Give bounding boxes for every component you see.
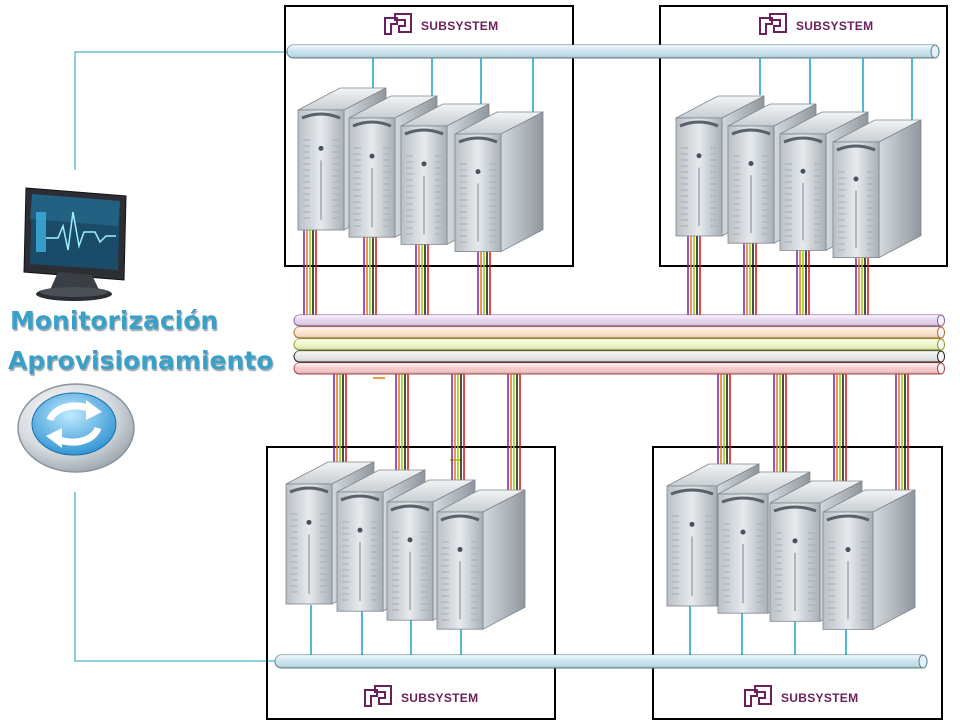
interconnect-bus bbox=[293, 326, 945, 339]
subsystem-label-bottom-right: SUBSYSTEM bbox=[735, 682, 865, 714]
server-tower-icon bbox=[822, 489, 916, 631]
interconnect-bus bbox=[293, 362, 945, 375]
interconnect-bus bbox=[293, 338, 945, 351]
subsystem-logo-icon bbox=[384, 13, 412, 35]
subsystem-frame-bottom-right bbox=[652, 446, 943, 720]
subsystem-label-top-right: SUBSYSTEM bbox=[750, 10, 880, 42]
monitor-icon bbox=[23, 187, 127, 301]
servers bbox=[285, 87, 922, 631]
management-drops bbox=[310, 58, 913, 655]
subsystem-label-text: SUBSYSTEM bbox=[421, 19, 499, 33]
subsystem-label-text: SUBSYSTEM bbox=[781, 691, 859, 705]
subsystem-label-text: SUBSYSTEM bbox=[401, 691, 479, 705]
monitoring-label: Monitorización bbox=[10, 306, 219, 335]
subsystem-logo-icon bbox=[364, 685, 392, 707]
subsystem-label-top-left: SUBSYSTEM bbox=[375, 10, 505, 42]
subsystem-logo-icon bbox=[759, 13, 787, 35]
sync-icon bbox=[17, 383, 135, 473]
top-management-bus bbox=[286, 44, 940, 59]
subsystem-frame-bottom-left bbox=[266, 446, 556, 720]
server-tower-icon bbox=[832, 119, 922, 259]
subsystem-label-text: SUBSYSTEM bbox=[796, 19, 874, 33]
subsystem-logo-icon bbox=[744, 685, 772, 707]
server-tower-icon bbox=[436, 489, 526, 630]
subsystem-frame-top-left bbox=[284, 5, 574, 267]
bottom-management-bus bbox=[274, 654, 928, 669]
subsystem-label-bottom-left: SUBSYSTEM bbox=[355, 682, 485, 714]
interconnect-bus bbox=[293, 314, 945, 327]
management-connectors bbox=[74, 51, 290, 662]
interconnect-bus bbox=[293, 350, 945, 363]
provisioning-label: Aprovisionamiento bbox=[8, 346, 274, 375]
interconnect-buses bbox=[293, 314, 945, 375]
server-tower-icon bbox=[454, 111, 544, 253]
